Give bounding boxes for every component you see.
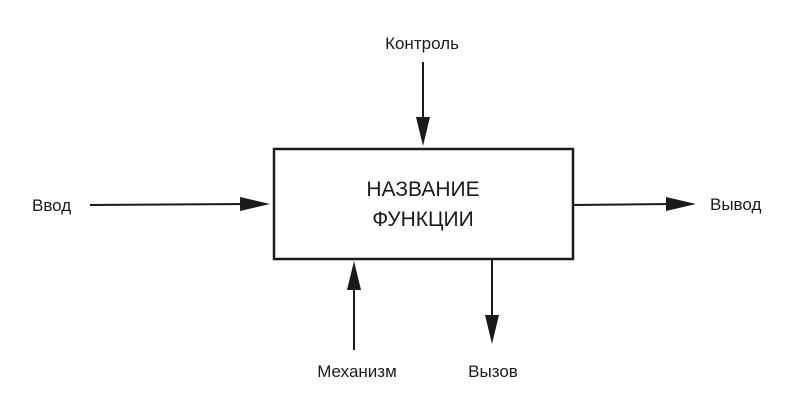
mechanism-arrow-head — [347, 261, 361, 290]
call-label: Вызов — [468, 362, 518, 381]
input-arrow-line — [89, 203, 246, 206]
function-name-line1: НАЗВАНИЕ — [366, 178, 479, 201]
output-arrow-head — [666, 197, 696, 211]
call-arrow-head — [485, 315, 499, 344]
control-label: Контроль — [385, 34, 459, 53]
function-box — [272, 147, 575, 261]
output-label: Вывод — [710, 195, 761, 214]
input-label: Ввод — [32, 196, 71, 215]
input-arrow-head — [240, 197, 270, 211]
function-name-line2: ФУНКЦИИ — [372, 208, 473, 231]
output-arrow-line — [572, 203, 671, 206]
mechanism-label: Механизм — [317, 362, 397, 381]
control-arrow-head — [416, 117, 430, 146]
